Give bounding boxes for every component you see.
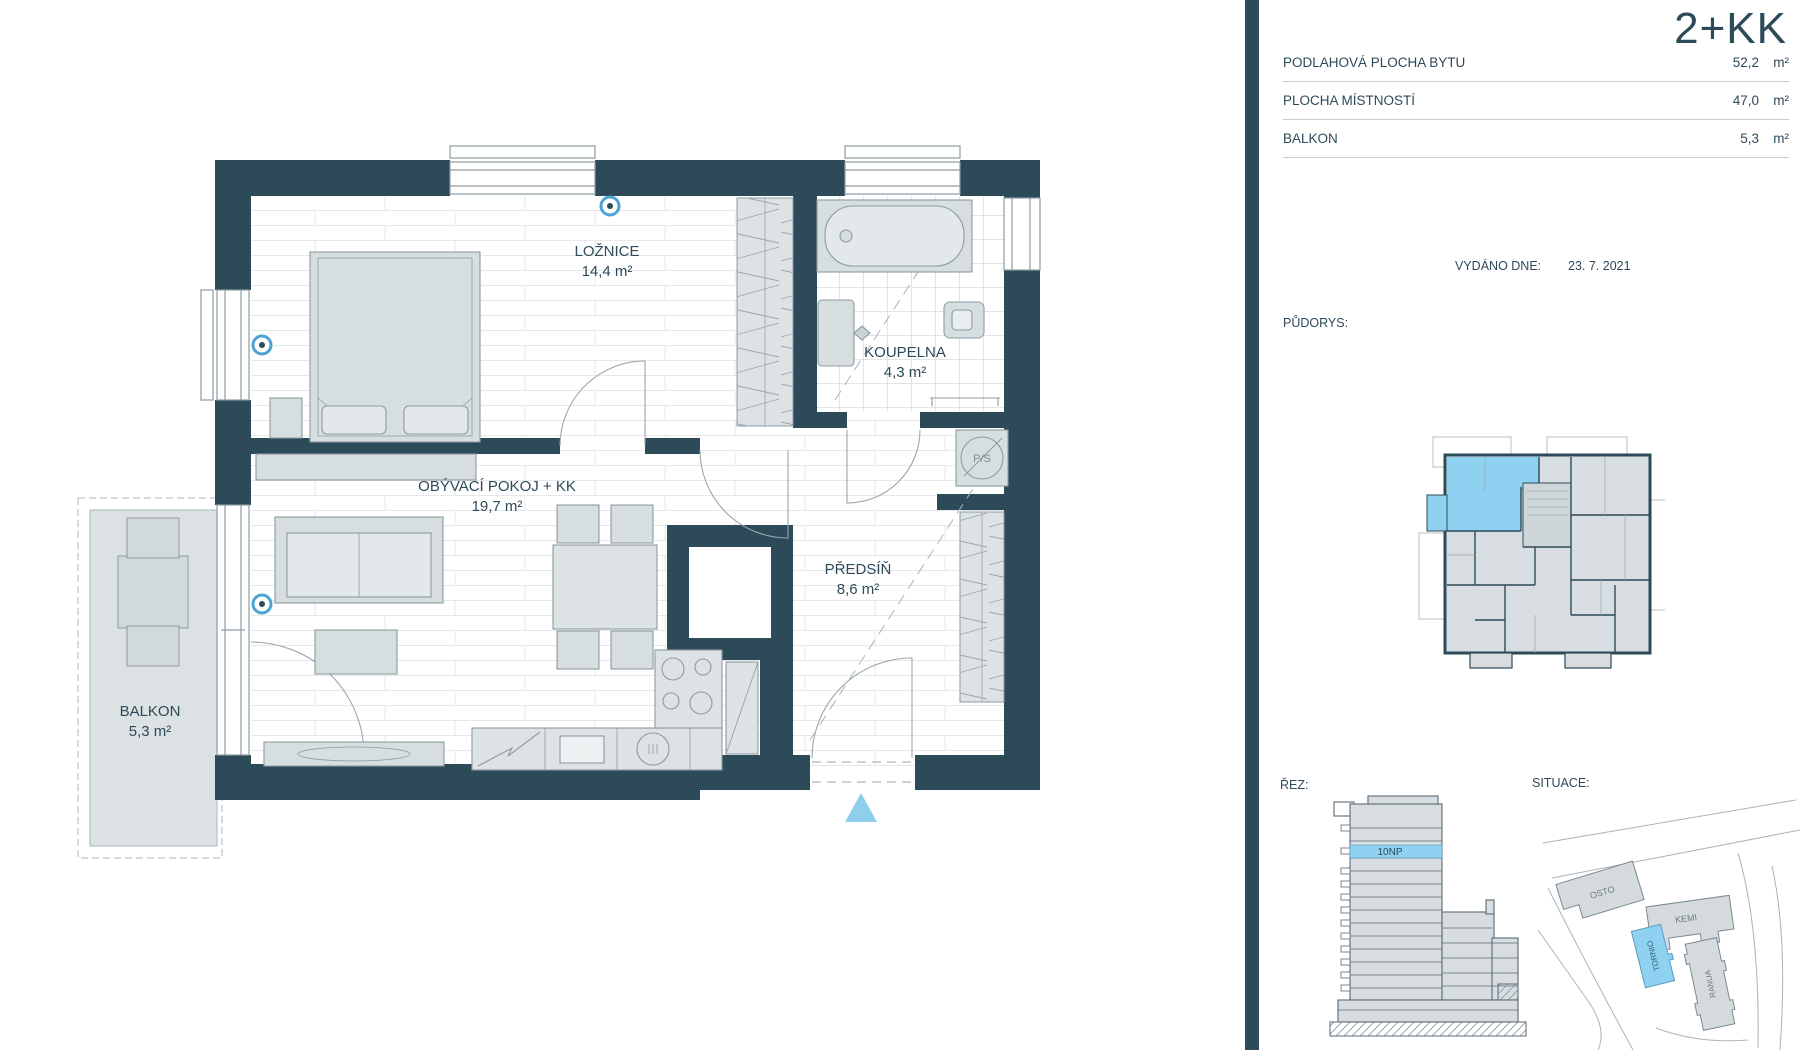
kitchen <box>471 649 759 771</box>
balcony <box>77 497 223 859</box>
panel-divider <box>1245 0 1259 1050</box>
building-floorplan-thumbnail <box>1418 436 1665 669</box>
living-furniture <box>255 453 658 767</box>
shaft-core <box>689 547 771 638</box>
entry <box>812 761 912 822</box>
area-table: PODLAHOVÁ PLOCHA BYTU 52,2 m² PLOCHA MÍS… <box>1283 44 1789 158</box>
entrance-marker <box>845 793 877 822</box>
building-section-drawing: 10NP <box>1329 795 1527 1037</box>
door-arcs <box>250 360 921 759</box>
room-label-obyvaci: OBÝVACÍ POKOJ + KK 19,7 m² <box>418 478 576 515</box>
situation-map: OSTO KEMI TORNIO RANUA <box>1538 799 1800 1050</box>
ps-label: P/S <box>973 453 991 465</box>
ps-unit: P/S <box>955 429 1009 487</box>
svg-text:KEMI: KEMI <box>1674 912 1697 925</box>
situation-section-label: SITUACE: <box>1532 776 1590 790</box>
building-osto: OSTO <box>1555 860 1645 919</box>
ceiling-symbols <box>251 195 621 615</box>
bathroom-fixtures <box>816 199 1000 406</box>
issued-date-label: VYDÁNO DNE: <box>1455 259 1542 273</box>
floorplan-section-label: PŮDORYS: <box>1283 316 1349 330</box>
wardrobes <box>736 197 1005 703</box>
room-label-koupelna: KOUPELNA 4,3 m² <box>864 344 946 381</box>
highlighted-floor <box>1349 844 1443 859</box>
room-label-loznice: LOŽNICE 14,4 m² <box>574 243 640 280</box>
windows <box>200 145 1041 756</box>
floorplan-drawing: P/S <box>77 145 1041 859</box>
room-label-predsin: PŘEDSÍŇ 8,6 m² <box>824 561 892 598</box>
bed <box>269 251 481 443</box>
table-row: PODLAHOVÁ PLOCHA BYTU 52,2 m² <box>1283 44 1789 82</box>
section-cut-label: ŘEZ: <box>1280 778 1309 792</box>
floor-label: 10NP <box>1377 847 1402 858</box>
issued-date-value: 23. 7. 2021 <box>1568 259 1631 273</box>
table-row: PLOCHA MÍSTNOSTÍ 47,0 m² <box>1283 82 1789 120</box>
unit-type-title: 2+KK <box>1674 4 1787 53</box>
room-label-balkon: BALKON 5,3 m² <box>119 703 181 740</box>
building-tornio: TORNIO <box>1630 923 1676 989</box>
table-row: BALKON 5,3 m² <box>1283 120 1789 158</box>
building-ranua: RANUA <box>1683 937 1736 1031</box>
